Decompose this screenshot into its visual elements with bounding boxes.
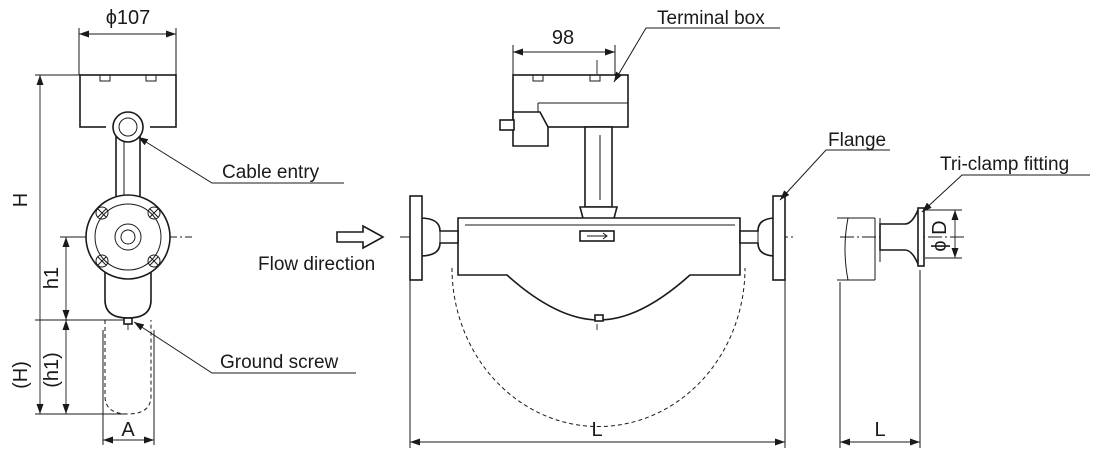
cable-entry-icon	[112, 111, 144, 143]
dim-phiD: ϕ D	[929, 220, 951, 251]
label-terminal-box: Terminal box	[657, 8, 765, 29]
label-flange: Flange	[828, 130, 886, 151]
front-flange-left	[409, 195, 423, 281]
label-cable-entry: Cable entry	[222, 162, 320, 183]
front-tube	[584, 126, 613, 208]
side-ground-screw	[123, 317, 133, 325]
dim-h1: h1	[41, 267, 63, 289]
dim-98: 98	[552, 27, 574, 49]
dim-L-main: L	[591, 419, 602, 441]
bolt-holes	[95, 206, 161, 268]
flow-arrow-icon	[336, 224, 385, 250]
tri-clamp-fitting	[879, 209, 923, 265]
dim-H-paren: (H)	[10, 361, 32, 389]
label-ground-screw: Ground screw	[220, 352, 339, 373]
side-view	[35, 28, 356, 445]
dim-L-clamp: L	[874, 419, 885, 441]
dim-h1-paren: (h1)	[41, 352, 63, 388]
label-flow-direction: Flow direction	[258, 254, 375, 275]
label-tri-clamp: Tri-clamp fitting	[940, 154, 1069, 175]
front-flange-right	[772, 195, 786, 281]
dim-H: H	[10, 193, 32, 207]
dim-phi107: ϕ107	[106, 7, 151, 29]
tri-clamp-view	[837, 174, 1090, 448]
front-view	[336, 27, 890, 448]
dim-A: A	[121, 419, 135, 441]
